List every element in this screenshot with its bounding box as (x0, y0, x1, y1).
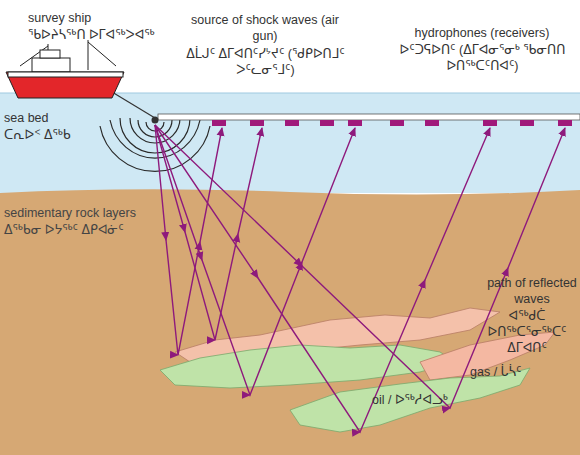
text-label: hydrophones (receivers) (382, 25, 580, 41)
text-label: gas / ᒑᓵᑦ (470, 364, 580, 380)
text-label: sedimentary rock layers (4, 205, 204, 221)
air-gun (152, 117, 159, 124)
text-label: ᐃᒫᒍᑦ ᐃᒥᐊᑎᑦᓯᔾᔪᑦ (ᖁᑭᐅᑎᒧᑦ ᐳᑦᓚᓂᕐᒧᑦ) (178, 46, 353, 78)
text-label: survey ship (28, 10, 178, 26)
text-label: oil / ᐅᖅᓱᐊᓗᒃ (372, 392, 512, 408)
hydrophone-streamer (158, 114, 580, 126)
text-label: ᐊᖅᑯᑖ ᐅᑎᖅᑕᕐᓂᖅᑕᑦ ᐃᒥᐊᑎᑦ (474, 308, 580, 356)
text-label: ᑕᕆᐅᑉ ᐃᖅᑲ (4, 127, 124, 143)
text-label: ᖃᐅᔨᓴᖅᑎ ᐅᒥᐊᖅᐳᐊᖅ (28, 27, 178, 43)
sea-water (0, 93, 580, 193)
survey-ship (6, 40, 124, 98)
sedimentary-ground (0, 189, 580, 455)
text-label: path of reflected waves (484, 275, 580, 307)
text-label: ᐅᑦᑐᕋᐅᑎᑦ (ᐃᒥᐊᓂᕐᓂᒃ ᖃᓂᑎᑎ ᐅᑎᖅᑕᑦᑎᐊᑦ) (390, 42, 575, 74)
text-label: source of shock waves (air gun) (190, 12, 340, 44)
text-label: sea bed (4, 110, 124, 126)
text-label: ᐃᖅᑲᓂ ᐅᔭᖅᑦ ᐃᑭᐊᓃᑦ (4, 222, 204, 238)
